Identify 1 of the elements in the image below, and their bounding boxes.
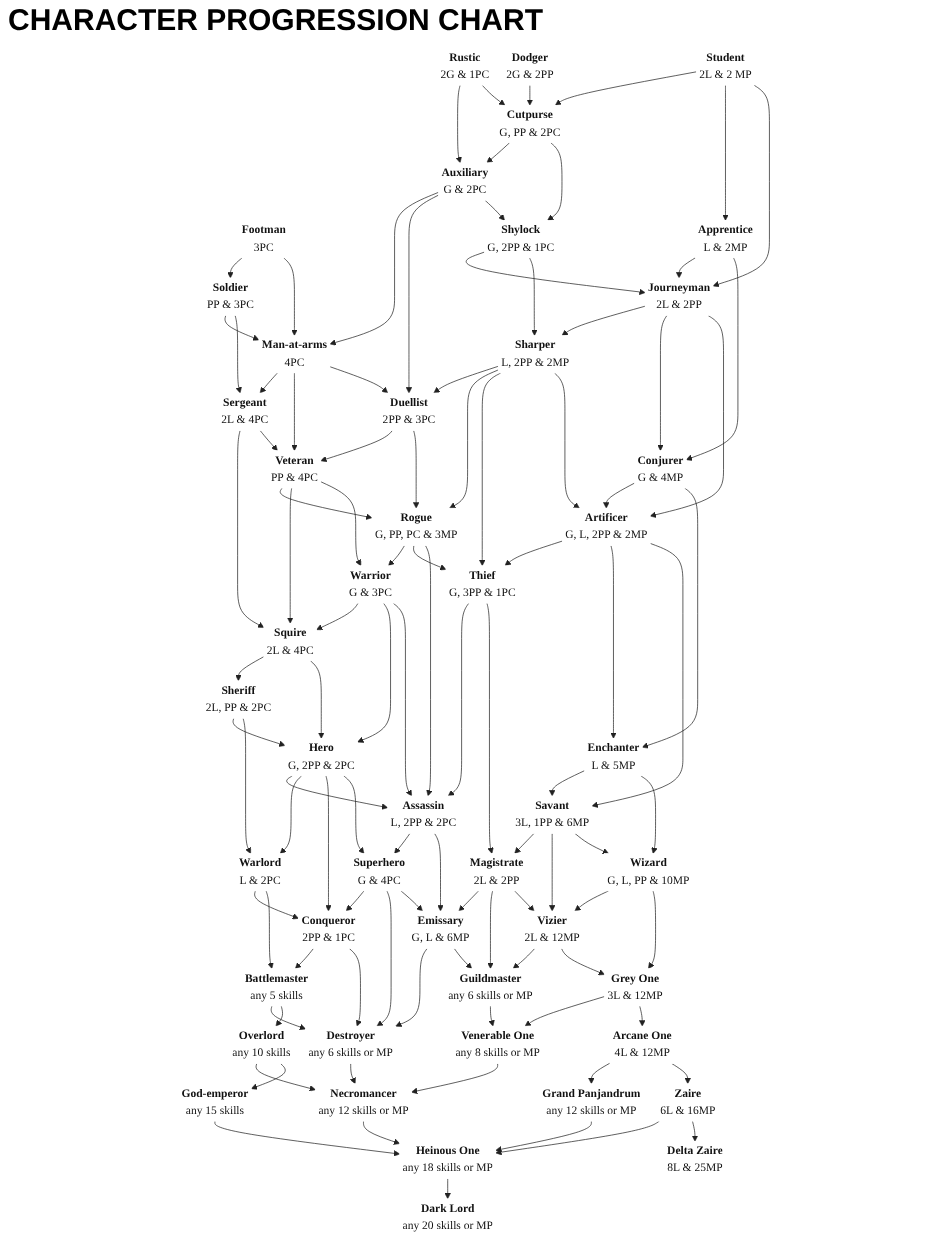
chart-title: CHARACTER PROGRESSION CHART: [8, 4, 546, 38]
